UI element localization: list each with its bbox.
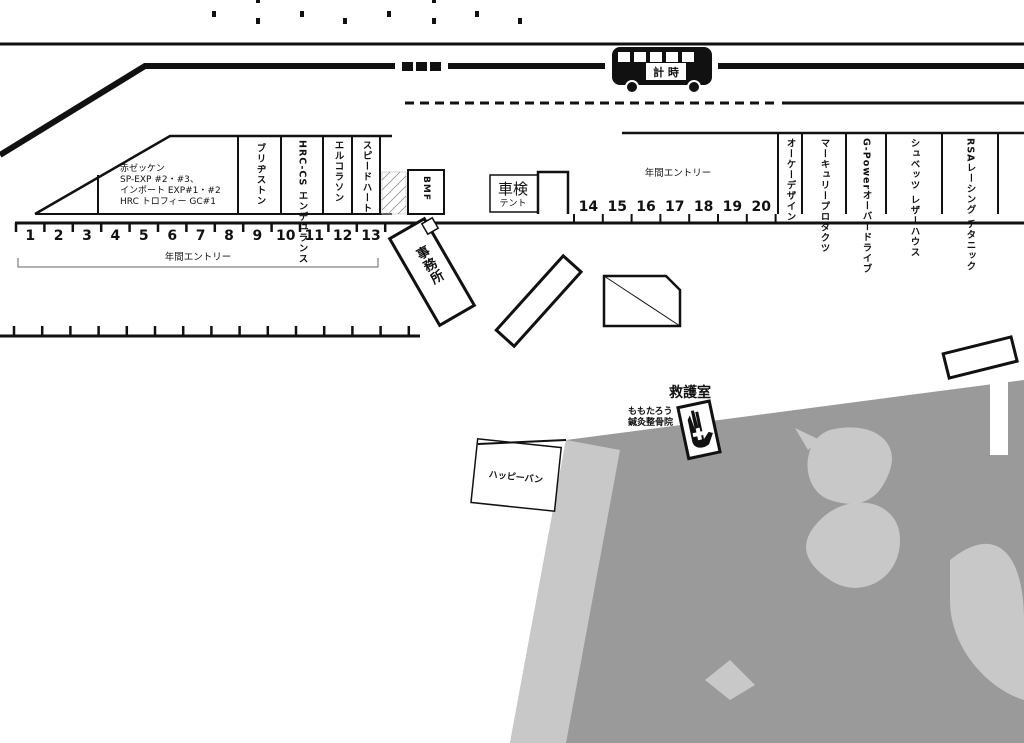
pit-number: 8 <box>224 228 234 244</box>
course-ground <box>510 335 1024 743</box>
annual-entry-bracket <box>17 258 379 268</box>
pit-number: 12 <box>333 228 352 244</box>
pit-number: 11 <box>304 228 323 244</box>
pit-number: 19 <box>723 199 742 215</box>
pit-number: 20 <box>751 199 771 215</box>
main-road <box>0 63 1024 158</box>
pit-number: 1 <box>25 228 35 244</box>
inspection-gate <box>536 170 570 214</box>
lower-road-ticks <box>12 326 411 336</box>
right-pit-building <box>622 131 1024 214</box>
team-ok-design: オーケーデザイン <box>785 138 797 222</box>
pit-number: 6 <box>167 228 177 244</box>
akazekken-line: インポート EXP#1・#2 <box>120 185 221 196</box>
hatched-area <box>381 171 407 215</box>
akazekken-line: HRC トロフィー GC#1 <box>120 197 216 207</box>
first-aid-sub: 鍼灸整骨院 <box>628 416 673 428</box>
akazekken-block: 赤ゼッケン SP-EXP #2・#3、 インポート EXP#1・#2 HRC ト… <box>120 162 221 207</box>
akazekken-line: SP-EXP #2・#3、 <box>120 175 199 185</box>
team-el-corazon: エルコラソン <box>333 140 345 203</box>
tent-structure <box>494 253 584 349</box>
right-pit-ticks <box>573 214 777 223</box>
pit-number: 5 <box>139 228 149 244</box>
pit-number: 4 <box>111 228 121 244</box>
timing-label: 計 時 <box>653 65 679 79</box>
left-pit-ticks <box>14 223 387 232</box>
right-annual-entry-label: 年間エントリー <box>645 167 712 179</box>
pit-number: 10 <box>276 228 296 244</box>
pit-number: 18 <box>694 199 713 215</box>
team-mercury-products: マーキュリープロダクツ <box>819 138 831 254</box>
bus-icon <box>612 47 712 94</box>
team-bridgestone: ブリヂストン <box>255 142 267 206</box>
first-aid-title: 救護室 <box>669 384 711 401</box>
first-aid-sub: ももたろう <box>628 406 672 417</box>
team-schwebts-leather: シュベッツ レザーハウス <box>909 138 921 258</box>
pit-number: 14 <box>579 199 599 215</box>
team-speed-heart: スピードハート <box>361 140 373 214</box>
pit-number: 2 <box>54 228 64 244</box>
inspection-sub: テント <box>499 198 526 209</box>
right-pit-numbers: 14 15 16 17 18 19 20 <box>579 199 772 215</box>
pit-number: 13 <box>361 228 380 244</box>
top-ticks <box>212 0 522 24</box>
hand-cross-icon <box>676 399 722 461</box>
left-annual-entry-label: 年間エントリー <box>165 251 232 263</box>
pit-number: 9 <box>253 228 263 244</box>
happy-van-booth: ハッピーバン <box>470 437 563 513</box>
left-pit-building <box>34 134 392 216</box>
pit-number: 7 <box>196 228 206 244</box>
office-building: 事務所 <box>387 216 477 328</box>
timing-bus: 計 時 <box>612 47 712 94</box>
bmf-booth: BMF <box>407 169 445 215</box>
team-hrc-cs: HRC-CS エンデュランス <box>297 140 309 264</box>
team-g-power: G-Powerオーバードライブ <box>861 138 873 274</box>
inspection-title: 車検 <box>498 180 528 198</box>
pit-number: 17 <box>665 199 684 215</box>
first-aid-room: 救護室 ももたろう 鍼灸整骨院 <box>628 384 722 461</box>
bmf-label: BMF <box>421 176 431 201</box>
team-rsa-racing: RSAレーシング チタニック <box>965 138 977 272</box>
pit-number: 16 <box>636 199 655 215</box>
akazekken-line: 赤ゼッケン <box>120 162 165 174</box>
storage-box <box>602 274 682 328</box>
pit-number: 3 <box>82 228 92 244</box>
pit-number: 15 <box>607 199 626 215</box>
inspection-tent: 車検 テント <box>489 174 539 213</box>
